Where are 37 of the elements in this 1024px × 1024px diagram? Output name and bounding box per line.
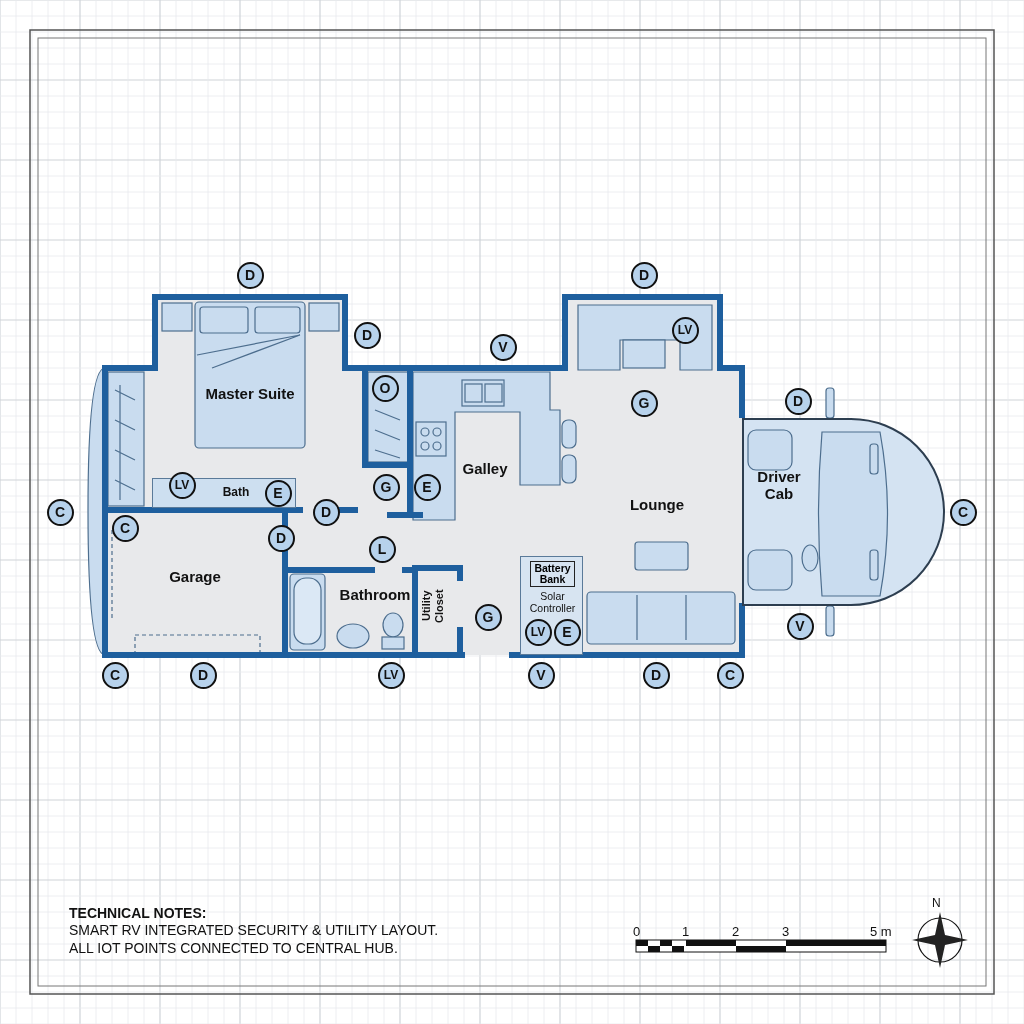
room-label: Bath [221, 486, 251, 500]
scale-label: 0 [633, 924, 641, 939]
sensor-marker: V [489, 333, 517, 361]
sensor-marker: D [784, 387, 812, 415]
sensor-marker: E [553, 618, 581, 646]
sensor-marker: D [189, 661, 217, 689]
room-label: Master Suite [205, 385, 295, 403]
sensor-marker: C [46, 498, 74, 526]
scale-label: 3 [782, 924, 790, 939]
scale-label: 2 [732, 924, 740, 939]
sensor-marker: D [642, 661, 670, 689]
vehicle-cab [742, 418, 945, 606]
scale-label: 5 m [870, 924, 892, 939]
sensor-marker: D [353, 321, 381, 349]
sensor-marker: C [101, 661, 129, 689]
room-label: Bathroom [338, 586, 412, 604]
sensor-marker: LV [524, 618, 552, 646]
scale-label: 1 [682, 924, 690, 939]
sensor-marker: C [716, 661, 744, 689]
battery-box: Battery Bank [530, 561, 575, 587]
notes-text: SMART RV INTEGRATED SECURITY & UTILITY LAYOUT. [69, 922, 439, 938]
room-label: Garage [168, 568, 222, 586]
room-label: Galley [461, 460, 509, 478]
room-label: Utility Closet [420, 588, 446, 625]
notes-heading: TECHNICAL NOTES: [69, 905, 207, 921]
notes-text: ALL IOT POINTS CONNECTED TO CENTRAL HUB. [69, 940, 398, 956]
room-label: Lounge [628, 496, 686, 514]
utility-cabinet [520, 556, 583, 655]
sensor-marker: E [264, 479, 292, 507]
sensor-marker: D [236, 261, 264, 289]
compass-label: N [932, 896, 941, 910]
sensor-marker: C [949, 498, 977, 526]
sensor-marker: D [630, 261, 658, 289]
sensor-marker: V [786, 612, 814, 640]
room-label: Driver Cab [756, 468, 802, 503]
sensor-marker: LV [377, 661, 405, 689]
room-label: Solar Controller [528, 590, 577, 615]
